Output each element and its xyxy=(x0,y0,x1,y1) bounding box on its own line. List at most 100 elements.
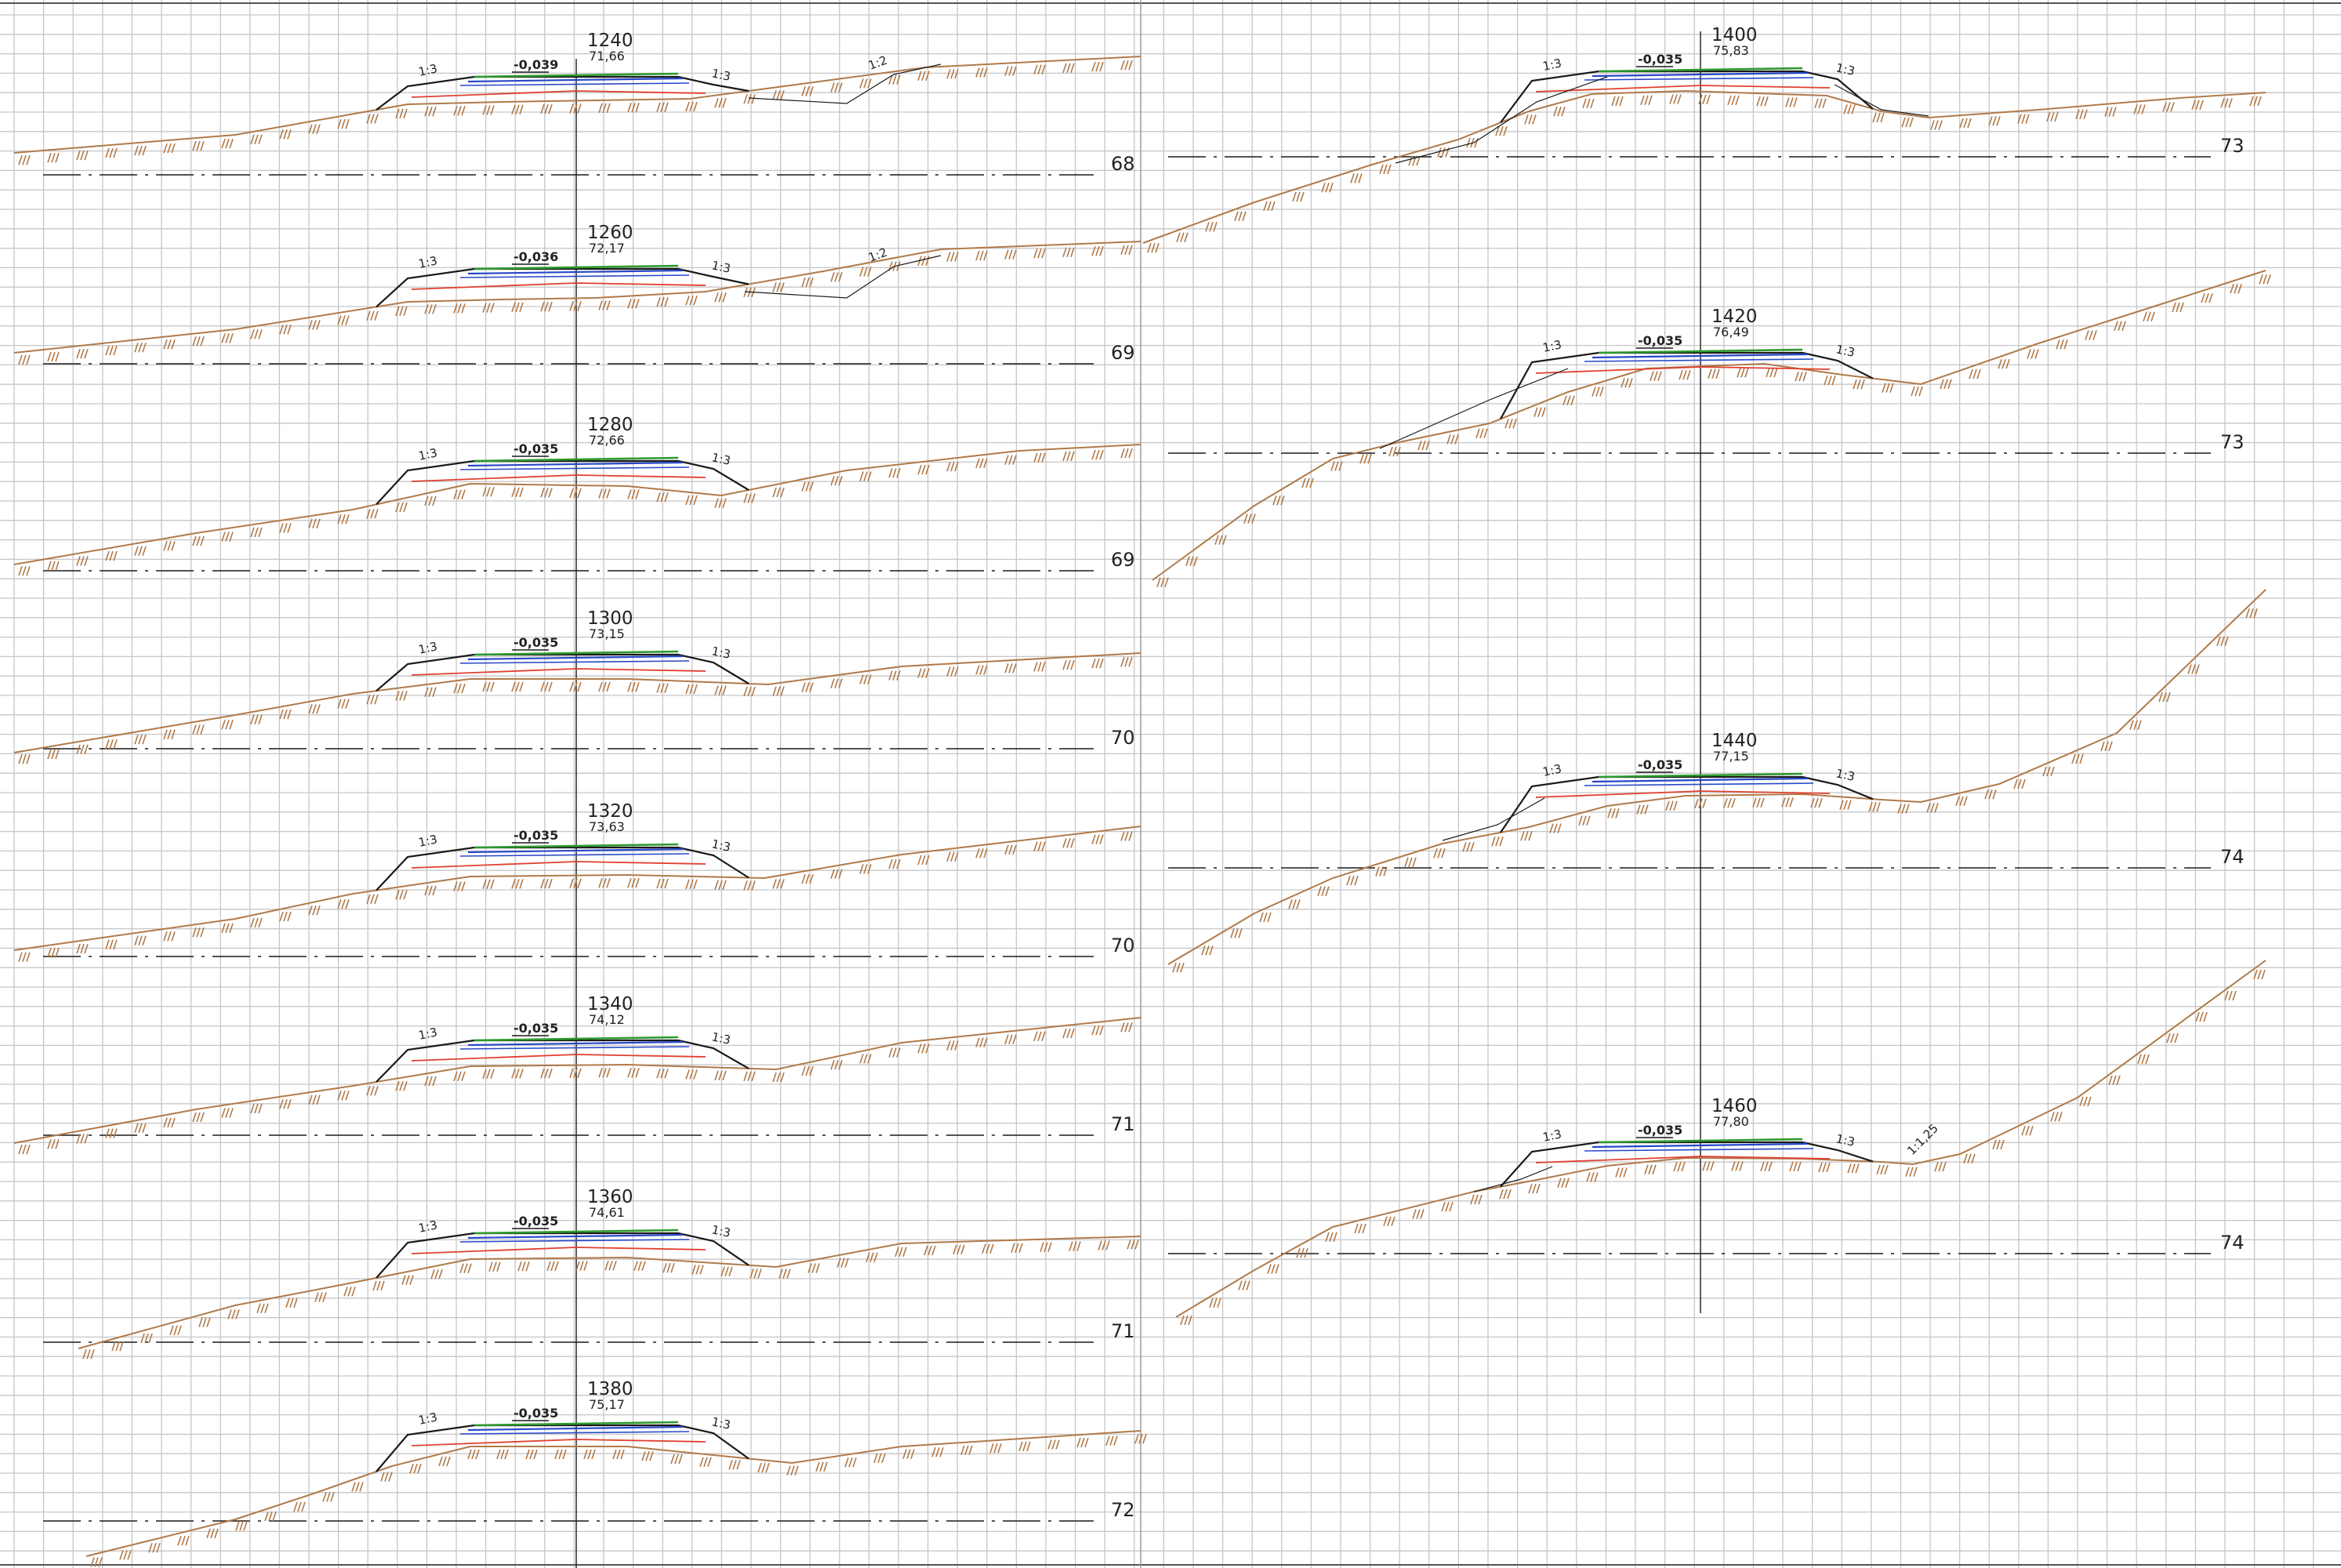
ground-hatching xyxy=(18,448,1133,576)
embankment-outline xyxy=(1500,70,1874,124)
station-label: 1320 xyxy=(587,801,633,822)
embankment-outline xyxy=(376,75,749,111)
slope-left-label: 1:3 xyxy=(417,61,438,79)
base-layer-2 xyxy=(459,466,690,470)
slope-left-label: 1:3 xyxy=(417,445,438,463)
base-layer-2 xyxy=(459,82,690,86)
ground-line xyxy=(85,1430,1141,1557)
base-layer-1 xyxy=(467,1233,684,1240)
base-layer-2 xyxy=(459,853,690,857)
surface-layer xyxy=(474,1229,679,1235)
elevation-label: 72,17 xyxy=(589,241,625,256)
crossfall-label: -0,036 xyxy=(514,249,558,264)
elevation-label: 74,12 xyxy=(589,1012,625,1027)
crossfall-label: -0,035 xyxy=(514,441,558,456)
slope-right-label: 1:3 xyxy=(710,66,731,84)
cut-slope-line xyxy=(1395,76,1608,164)
base-layer-2 xyxy=(1584,782,1814,786)
crossfall-label: -0,039 xyxy=(514,57,558,72)
crossfall-label: -0,035 xyxy=(1638,52,1682,67)
cut-slope-line xyxy=(748,64,942,104)
formation-line xyxy=(1535,366,1831,374)
slope-right-label: 1:3 xyxy=(1835,766,1856,784)
slope-right-label: 1:3 xyxy=(710,1222,731,1240)
slope-left-label: 1:3 xyxy=(1541,1127,1562,1145)
station-label: 1260 xyxy=(587,223,633,243)
slope-right-label: 1:3 xyxy=(710,450,731,468)
cut-slope-line-right xyxy=(1834,84,1929,117)
slope-left-label: 1:3 xyxy=(1541,56,1562,74)
base-layer-2 xyxy=(459,1239,690,1243)
datum-label: 72 xyxy=(1111,1499,1135,1521)
station-label: 1380 xyxy=(587,1379,633,1399)
slope-right-label: 1:3 xyxy=(710,1414,731,1432)
crossfall-label: -0,035 xyxy=(514,1021,558,1036)
base-layer-1 xyxy=(1592,353,1808,359)
embankment-outline xyxy=(376,653,749,692)
formation-line xyxy=(1535,1156,1831,1163)
formation-line xyxy=(411,474,706,482)
formation-line xyxy=(1535,85,1831,93)
datum-label: 74 xyxy=(2220,1232,2245,1254)
station-label: 1400 xyxy=(1711,25,1758,45)
slope-left-label: 1:3 xyxy=(1541,761,1562,779)
ground-line xyxy=(1175,960,2267,1318)
base-layer-1 xyxy=(467,461,684,467)
embankment-outline xyxy=(1500,775,1874,833)
datum-label: 69 xyxy=(1111,342,1135,364)
slope-right-label: 1:3 xyxy=(710,1029,731,1047)
formation-line xyxy=(411,282,706,290)
base-layer-1 xyxy=(467,77,684,83)
slope-left-label: 1:3 xyxy=(417,1410,438,1428)
embankment-outline xyxy=(1500,1141,1874,1188)
ground-line xyxy=(13,826,1141,951)
base-layer-2 xyxy=(1584,358,1814,362)
slope-right-label: 1:3 xyxy=(710,837,731,855)
crossfall-label: -0,035 xyxy=(514,1214,558,1229)
slope-right-label: 1:3 xyxy=(1835,60,1856,78)
formation-line xyxy=(411,1054,706,1062)
embankment-outline xyxy=(376,846,749,891)
elevation-label: 75,83 xyxy=(1713,43,1749,58)
base-layer-1 xyxy=(467,1040,684,1047)
elevation-label: 77,15 xyxy=(1713,749,1749,764)
station-label: 1240 xyxy=(587,31,633,51)
surface-layer xyxy=(1598,67,1803,73)
datum-label: 70 xyxy=(1111,935,1135,956)
formation-line xyxy=(411,668,706,676)
elevation-label: 74,61 xyxy=(589,1205,625,1220)
embankment-outline xyxy=(376,267,749,308)
station-label: 1340 xyxy=(587,994,633,1014)
datum-label: 74 xyxy=(2220,846,2245,868)
ground-hatching xyxy=(1180,969,2266,1326)
base-layer-1 xyxy=(1592,1142,1808,1149)
ground-hatching xyxy=(18,1022,1133,1155)
elevation-label: 76,49 xyxy=(1713,325,1749,339)
formation-line xyxy=(411,90,706,98)
crossfall-label: -0,035 xyxy=(1638,333,1682,348)
ground-hatching xyxy=(18,245,1133,365)
datum-label: 71 xyxy=(1111,1113,1135,1135)
slope-right-label: 1:3 xyxy=(1835,1131,1856,1149)
slope-left-label: 1:3 xyxy=(1541,337,1562,355)
elevation-label: 73,63 xyxy=(589,819,625,834)
elevation-label: 77,80 xyxy=(1713,1114,1749,1129)
formation-line xyxy=(411,861,706,869)
base-layer-2 xyxy=(459,660,690,664)
station-label: 1360 xyxy=(587,1187,633,1207)
ground-hatching xyxy=(18,656,1133,764)
embankment-outline xyxy=(376,459,749,506)
ground-hatching xyxy=(1172,608,2258,973)
ground-line xyxy=(1167,589,2267,965)
ground-line xyxy=(13,241,1141,354)
base-layer-2 xyxy=(1584,77,1814,81)
surface-layer xyxy=(474,1421,679,1427)
base-layer-1 xyxy=(1592,777,1808,783)
